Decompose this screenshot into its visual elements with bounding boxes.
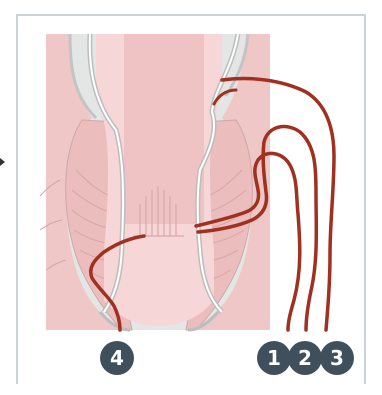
badge-2: 2: [288, 341, 322, 375]
badge-3-label: 3: [330, 346, 344, 370]
badge-4-label: 4: [110, 346, 124, 370]
badge-2-label: 2: [298, 346, 312, 370]
badge-4: 4: [100, 341, 134, 375]
badge-1: 1: [257, 341, 291, 375]
badge-1-label: 1: [267, 346, 281, 370]
badge-3: 3: [320, 341, 354, 375]
